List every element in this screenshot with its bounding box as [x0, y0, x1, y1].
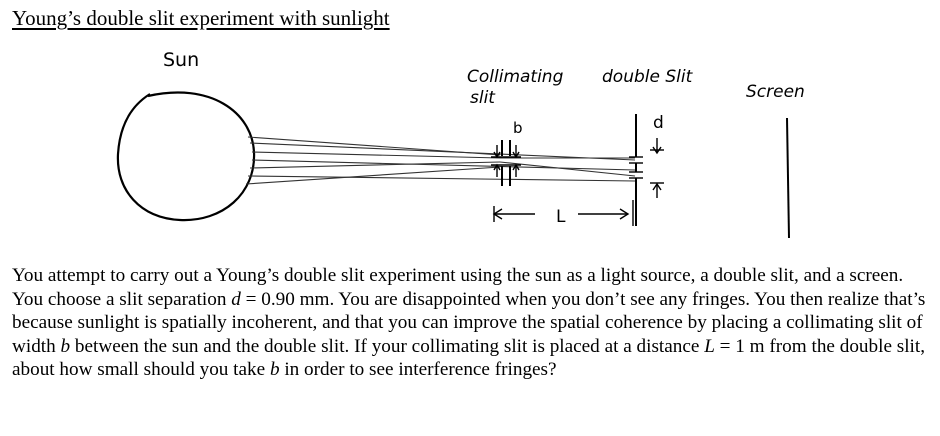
- b-variable: b: [60, 335, 71, 357]
- L-dimension-arrow: [492, 200, 634, 226]
- problem-text-3: between the sun and the double slit. If …: [70, 335, 705, 357]
- light-rays: [245, 136, 636, 185]
- problem-text-4: from the double slit, about how small sh…: [12, 335, 926, 381]
- sun-label: Sun: [163, 49, 199, 71]
- page-title: Young’s double slit experiment with sunl…: [12, 6, 390, 30]
- d-label: d: [653, 113, 664, 133]
- problem-text-1: You attempt to carry out a Young’s doubl…: [12, 265, 904, 310]
- d-dimension-marks: [629, 138, 664, 198]
- d-variable: d: [231, 288, 241, 310]
- sun-circle: [116, 91, 256, 222]
- collimating-slit-label-line2: slit: [470, 88, 496, 108]
- d-value: = 0.90 mm: [240, 288, 330, 310]
- experiment-diagram: Sun Collimating slit b: [116, 49, 805, 239]
- b-dimension-arrows: [491, 145, 521, 177]
- b-label: b: [513, 119, 523, 137]
- b-variable-2: b: [269, 359, 280, 380]
- collimating-slit: [501, 140, 511, 186]
- screen-line: [786, 117, 790, 239]
- slit-separation-formula: d = 0.90 mm: [231, 289, 329, 310]
- collimating-slit-label-line1: Collimating: [467, 67, 564, 87]
- problem-text-5: in order to see interference fringes?: [279, 359, 557, 380]
- L-value: = 1 m: [714, 335, 765, 357]
- L-label: L: [556, 207, 566, 227]
- screen-label: Screen: [746, 82, 805, 102]
- problem-text-2: . You are disappointed when you don’t se…: [12, 288, 926, 357]
- distance-formula: L = 1 m: [704, 336, 764, 357]
- problem-statement: You attempt to carry out a Young’s doubl…: [12, 264, 928, 382]
- double-slit-label: double Slit: [602, 67, 694, 87]
- L-variable: L: [704, 335, 715, 357]
